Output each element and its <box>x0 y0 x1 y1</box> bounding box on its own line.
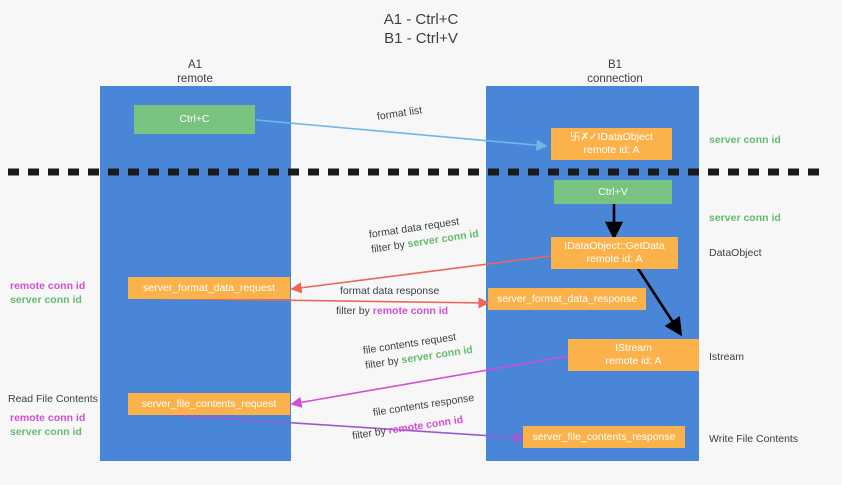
node-server-file-contents-request-label: server_file_contents_request <box>141 397 277 410</box>
lane-b1-subtitle: connection <box>587 73 643 85</box>
annotation-remote-conn-id-1: remote conn id <box>10 280 86 292</box>
node-idataobject-name: IDataObject <box>597 131 653 143</box>
node-server-format-data-request-label: server_format_data_request <box>143 281 275 294</box>
filter-value-remote-conn-id: remote conn id <box>372 305 449 317</box>
node-getdata-remote-id: remote id: A <box>586 253 643 265</box>
node-getdata-label: IDataObject::GetData <box>564 240 665 252</box>
annotation-remote-conn-id-2: remote conn id <box>10 412 86 424</box>
node-ctrl-v-label: Ctrl+V <box>598 185 628 198</box>
lane-a1-name: A1 <box>187 59 203 71</box>
annotation-server-conn-id-middle: server conn id <box>709 212 781 224</box>
node-ctrl-c[interactable]: Ctrl+C <box>134 105 255 134</box>
filter-prefix: filter by <box>351 424 390 443</box>
node-server-format-data-request[interactable]: server_format_data_request <box>128 277 290 299</box>
edge-label-format-data-response: format data response filter by remote co… <box>336 284 448 319</box>
node-idataobject-remote-id: remote id: A <box>583 144 640 156</box>
edge-label-format-data-response-filter: filter by remote conn id <box>336 304 448 319</box>
annotation-server-conn-id-2: server conn id <box>10 426 82 438</box>
node-ctrl-v[interactable]: Ctrl+V <box>554 180 672 204</box>
annotation-istream: Istream <box>709 351 745 363</box>
node-server-file-contents-response[interactable]: server_file_contents_response <box>523 426 685 448</box>
node-idataobject-label: 卐✗✓IDataObject <box>570 131 653 144</box>
node-server-file-contents-request[interactable]: server_file_contents_request <box>128 393 290 415</box>
node-server-format-data-response-label: server_format_data_response <box>496 292 638 305</box>
node-istream-remote-id: remote id: A <box>605 355 662 367</box>
annotation-write-file-contents: Write File Contents <box>709 433 799 445</box>
annotation-server-conn-id-1: server conn id <box>10 294 82 306</box>
filter-prefix: filter by <box>370 238 409 256</box>
filter-prefix: filter by <box>364 354 403 372</box>
edge-label-format-list-text: format list <box>376 104 423 123</box>
node-idataobject-getdata[interactable]: IDataObject::GetData remote id: A <box>551 237 678 269</box>
node-server-format-data-response[interactable]: server_format_data_response <box>488 288 646 310</box>
edge-label-file-contents-response: file contents response filter by remote … <box>351 391 478 442</box>
node-istream[interactable]: IStream remote id: A <box>568 339 699 371</box>
node-ctrl-c-label: Ctrl+C <box>179 113 210 125</box>
node-idataobject[interactable]: 卐✗✓IDataObject remote id: A <box>551 128 672 160</box>
edge-label-format-list: format list <box>376 103 423 125</box>
annotation-server-conn-id-top: server conn id <box>709 134 781 146</box>
tofu-glyphs: 卐✗✓ <box>570 131 598 143</box>
node-server-file-contents-response-label: server_file_contents_response <box>532 430 676 443</box>
page-title: A1 - Ctrl+C B1 - Ctrl+V <box>383 11 459 47</box>
annotation-dataobject: DataObject <box>709 247 762 259</box>
edge-label-format-data-request: format data request filter by server con… <box>368 212 480 258</box>
filter-prefix: filter by <box>336 305 373 317</box>
edge-label-file-contents-request: file contents request filter by server c… <box>362 328 474 374</box>
annotation-read-file-contents: Read File Contents <box>8 393 98 405</box>
edge-label-file-contents-response-filter: filter by remote conn id <box>351 411 478 444</box>
filter-value-remote-conn-id: remote conn id <box>387 413 464 437</box>
lane-b1-name: B1 <box>607 59 623 71</box>
edge-label-format-data-response-line1: format data response <box>340 285 440 297</box>
lane-a1-subtitle: remote <box>177 73 213 85</box>
lane-header-a1: A1 remote <box>130 58 260 86</box>
node-istream-label: IStream <box>615 342 652 354</box>
lane-header-b1: B1 connection <box>545 58 685 86</box>
